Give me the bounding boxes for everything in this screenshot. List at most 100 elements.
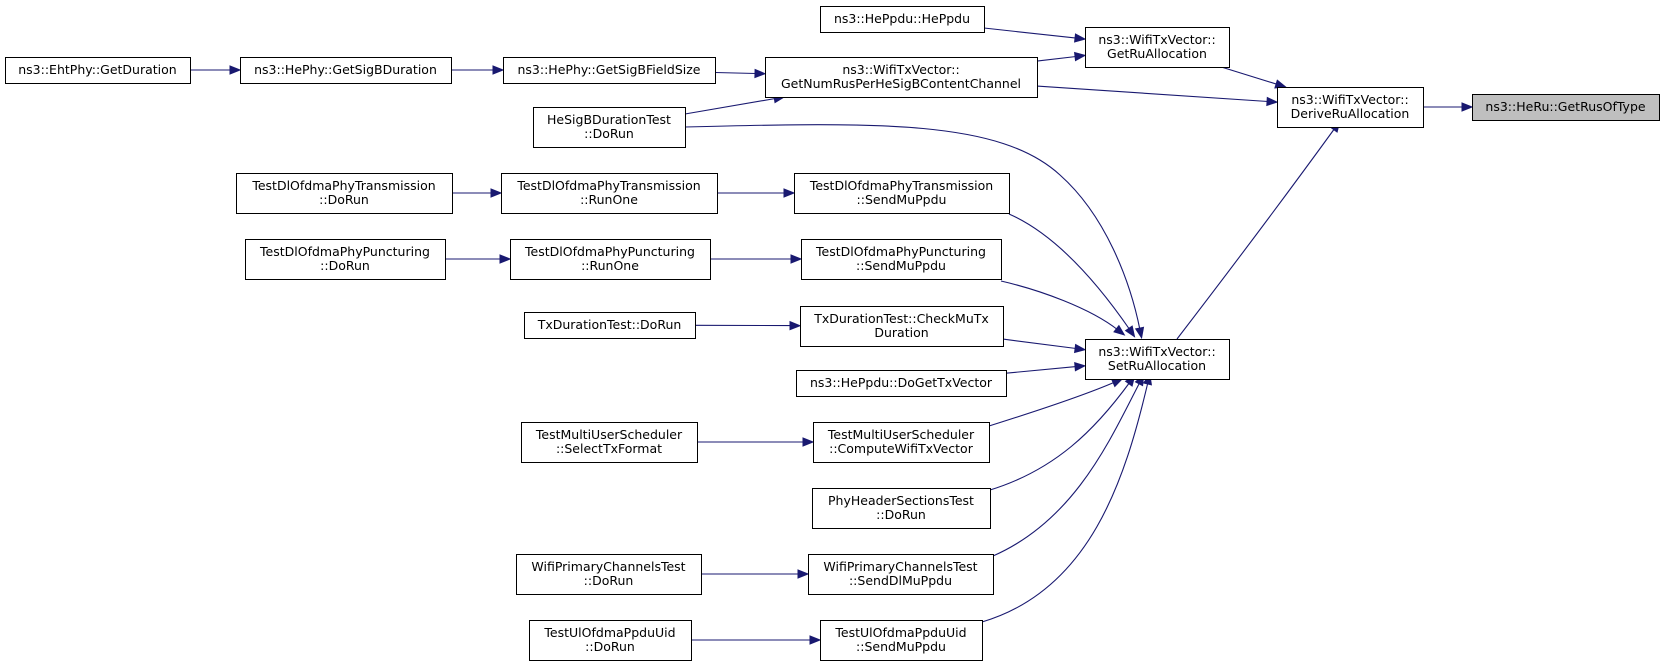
- node-txdurationtest-dorun[interactable]: TxDurationTest::DoRun: [524, 312, 696, 339]
- node-box[interactable]: [1277, 87, 1424, 128]
- node-box[interactable]: [501, 173, 718, 214]
- node-box[interactable]: [521, 422, 698, 463]
- edge-arrowhead: [1266, 96, 1279, 107]
- node-testmultiuserscheduler-selecttxformat[interactable]: TestMultiUserScheduler::SelectTxFormat: [521, 422, 698, 463]
- node-testmultiuserscheduler-computewifitxvector[interactable]: TestMultiUserScheduler::ComputeWifiTxVec…: [813, 422, 990, 463]
- node-label: TestDlOfdmaPhyTransmission: [251, 178, 435, 193]
- node-testdlofdmaphypuncturing-dorun[interactable]: TestDlOfdmaPhyPuncturing::DoRun: [245, 239, 446, 280]
- nodes-layer: ns3::HeRu::GetRusOfTypens3::WifiTxVector…: [5, 6, 1660, 661]
- node-testulofdmappduuid-dorun[interactable]: TestUlOfdmaPpduUid::DoRun: [529, 620, 692, 661]
- node-label: ns3::WifiTxVector::: [1098, 32, 1215, 47]
- node-ns3-hephy-getsigbfieldsize[interactable]: ns3::HePhy::GetSigBFieldSize: [503, 57, 716, 84]
- node-label: TestMultiUserScheduler: [535, 427, 683, 442]
- node-hesigbdurationtest-dorun[interactable]: HeSigBDurationTest::DoRun: [533, 107, 686, 148]
- node-label: ::SendMuPpdu: [856, 639, 946, 654]
- node-box[interactable]: [1085, 27, 1230, 68]
- node-box[interactable]: [516, 554, 702, 595]
- node-box[interactable]: [533, 107, 686, 148]
- node-ns3-wifitxvector-getruallocation[interactable]: ns3::WifiTxVector::GetRuAllocation: [1085, 27, 1230, 68]
- node-box[interactable]: [5, 57, 191, 84]
- node-ns3-hephy-getsigbduration[interactable]: ns3::HePhy::GetSigBDuration: [240, 57, 452, 84]
- node-box[interactable]: [820, 6, 985, 33]
- node-box[interactable]: [1085, 339, 1230, 380]
- edge-line: [988, 381, 1116, 427]
- node-label: ns3::HeRu::GetRusOfType: [1485, 99, 1645, 114]
- node-label: ::SendMuPpdu: [857, 192, 947, 207]
- edge-line: [1008, 213, 1131, 331]
- node-ns3-heppdu-dogettxvector[interactable]: ns3::HePpdu::DoGetTxVector: [796, 370, 1007, 397]
- edge-wifiPrimDo-to-wifiPrimSend: [701, 569, 810, 579]
- node-testdlofdmaphypuncturing-runone[interactable]: TestDlOfdmaPhyPuncturing::RunOne: [510, 239, 711, 280]
- node-phyheadersectionstest-dorun[interactable]: PhyHeaderSectionsTest::DoRun: [812, 488, 991, 529]
- node-box[interactable]: [796, 370, 1007, 397]
- node-testulofdmappduuid-sendmuppdu[interactable]: TestUlOfdmaPpduUid::SendMuPpdu: [820, 620, 983, 661]
- node-box[interactable]: [529, 620, 692, 661]
- node-ns3-heppdu-heppdu[interactable]: ns3::HePpdu::HePpdu: [820, 6, 985, 33]
- node-box[interactable]: [765, 57, 1038, 98]
- node-ns3-wifitxvector-setruallocation[interactable]: ns3::WifiTxVector::SetRuAllocation: [1085, 339, 1230, 380]
- edge-wifiPrimSend-to-setRuAlloc: [992, 373, 1145, 557]
- edge-arrowhead: [1461, 102, 1474, 112]
- node-label: GetNumRusPerHeSigBContentChannel: [781, 76, 1021, 91]
- node-box[interactable]: [510, 239, 711, 280]
- edge-arrowhead: [1113, 324, 1126, 336]
- node-label: TestDlOfdmaPhyPuncturing: [815, 244, 986, 259]
- edge-line: [1176, 127, 1336, 340]
- edge-arrowhead: [1124, 325, 1136, 338]
- edge-line: [684, 124, 1141, 331]
- node-label: ns3::WifiTxVector::: [1098, 344, 1215, 359]
- edge-getSigBDur-to-getSigBField: [451, 65, 505, 75]
- node-testdlofdmaphytransmission-runone[interactable]: TestDlOfdmaPhyTransmission::RunOne: [501, 173, 718, 214]
- node-label: TxDurationTest::CheckMuTx: [813, 311, 989, 326]
- node-box[interactable]: [503, 57, 716, 84]
- edge-arrowhead: [783, 188, 796, 198]
- node-wifiprimarychannelstest-dorun[interactable]: WifiPrimaryChannelsTest::DoRun: [516, 554, 702, 595]
- edge-arrowhead: [490, 188, 503, 198]
- node-box[interactable]: [236, 173, 453, 214]
- node-label: ::SendMuPpdu: [856, 258, 946, 273]
- node-box[interactable]: [794, 173, 1010, 214]
- edge-dlPuncSend-to-setRuAlloc: [1000, 280, 1126, 336]
- edge-arrowhead: [499, 254, 512, 264]
- node-label: ::DoRun: [585, 639, 635, 654]
- node-box[interactable]: [245, 239, 446, 280]
- edge-deriveRu-to-getRusOfType: [1423, 102, 1474, 112]
- edge-arrowhead: [754, 68, 767, 79]
- node-label: ::ComputeWifiTxVector: [829, 441, 974, 456]
- node-ns3-wifitxvector-getnumrusperhesigbcontentchannel[interactable]: ns3::WifiTxVector::GetNumRusPerHeSigBCon…: [765, 57, 1038, 98]
- node-ns3-heru-getrusoftype[interactable]: ns3::HeRu::GetRusOfType: [1472, 94, 1660, 121]
- edge-line: [1036, 55, 1077, 62]
- edge-txDurCheck-to-setRuAlloc: [1002, 338, 1087, 354]
- edge-arrowhead: [802, 437, 815, 447]
- node-box[interactable]: [813, 422, 990, 463]
- edge-line: [1005, 366, 1077, 374]
- edge-arrowhead: [1074, 343, 1087, 354]
- edge-hePpduGetTx-to-setRuAlloc: [1005, 362, 1087, 374]
- node-testdlofdmaphypuncturing-sendmuppdu[interactable]: TestDlOfdmaPhyPuncturing::SendMuPpdu: [801, 239, 1002, 280]
- edge-dlPuncDo-to-dlPuncRun: [445, 254, 512, 264]
- edge-ulPpduSend-to-setRuAlloc: [981, 372, 1153, 623]
- node-box[interactable]: [801, 239, 1002, 280]
- edge-getRuAlloc-to-deriveRu: [1221, 66, 1287, 89]
- edge-line: [684, 97, 776, 115]
- edge-arrowhead: [1134, 326, 1145, 340]
- node-box[interactable]: [240, 57, 452, 84]
- node-box[interactable]: [524, 312, 696, 339]
- node-ns3-ehtphy-getduration[interactable]: ns3::EhtPhy::GetDuration: [5, 57, 191, 84]
- edge-arrowhead: [789, 320, 802, 331]
- node-testdlofdmaphytransmission-sendmuppdu[interactable]: TestDlOfdmaPhyTransmission::SendMuPpdu: [794, 173, 1010, 214]
- node-box[interactable]: [820, 620, 983, 661]
- node-box[interactable]: [1472, 94, 1660, 121]
- node-box[interactable]: [808, 554, 994, 595]
- node-wifiprimarychannelstest-senddlmuppdu[interactable]: WifiPrimaryChannelsTest::SendDlMuPpdu: [808, 554, 994, 595]
- edge-line: [983, 27, 1077, 39]
- node-box[interactable]: [812, 488, 991, 529]
- edge-ulPpduDo-to-ulPpduSend: [691, 635, 822, 645]
- node-label: ns3::HePhy::GetSigBDuration: [254, 62, 437, 77]
- node-ns3-wifitxvector-deriveruallocation[interactable]: ns3::WifiTxVector::DeriveRuAllocation: [1277, 87, 1424, 128]
- node-testdlofdmaphytransmission-dorun[interactable]: TestDlOfdmaPhyTransmission::DoRun: [236, 173, 453, 214]
- edge-ehtGetDur-to-getSigBDur: [190, 65, 242, 75]
- node-box[interactable]: [800, 306, 1004, 347]
